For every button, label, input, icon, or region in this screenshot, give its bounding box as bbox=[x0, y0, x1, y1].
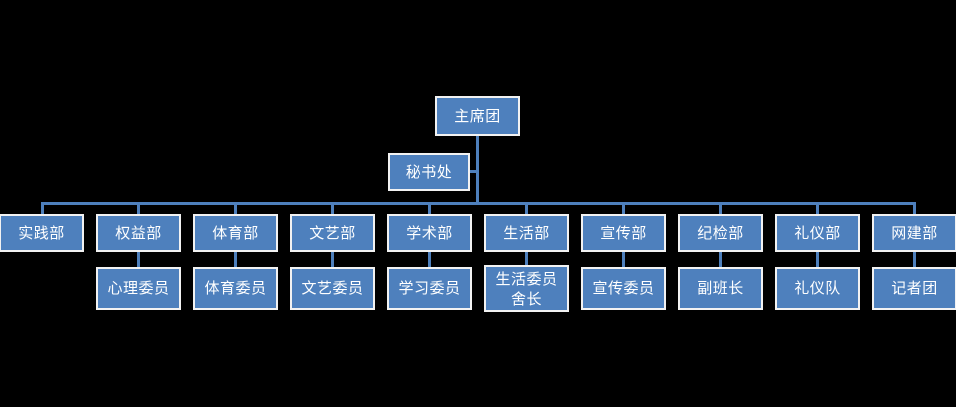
node-root[interactable]: 主席团 bbox=[435, 96, 520, 136]
node-department-6-label: 宣传部 bbox=[600, 223, 647, 242]
connector-drop-9 bbox=[913, 202, 916, 216]
connector-child-8 bbox=[816, 252, 819, 267]
connector-child-5 bbox=[525, 252, 528, 265]
node-child-9[interactable]: 记者团 bbox=[872, 267, 956, 310]
connector-horizontal-bus bbox=[41, 202, 915, 205]
node-department-5-label: 生活部 bbox=[503, 223, 550, 242]
node-assistant[interactable]: 秘书处 bbox=[388, 153, 470, 191]
node-department-8[interactable]: 礼仪部 bbox=[775, 214, 860, 252]
node-department-2[interactable]: 体育部 bbox=[193, 214, 278, 252]
node-child-3[interactable]: 文艺委员 bbox=[290, 267, 375, 310]
connector-drop-5 bbox=[525, 202, 528, 216]
connector-child-7 bbox=[719, 252, 722, 267]
node-child-4-label: 学习委员 bbox=[398, 279, 461, 297]
node-child-1[interactable]: 心理委员 bbox=[96, 267, 181, 310]
node-child-2[interactable]: 体育委员 bbox=[193, 267, 278, 310]
connector-child-2 bbox=[234, 252, 237, 267]
connector-drop-8 bbox=[816, 202, 819, 216]
connector-drop-1 bbox=[137, 202, 140, 216]
connector-child-4 bbox=[428, 252, 431, 267]
node-child-8-label: 礼仪队 bbox=[794, 279, 841, 297]
connector-assistant-stub bbox=[470, 170, 479, 173]
node-child-2-label: 体育委员 bbox=[204, 279, 267, 297]
node-child-3-label: 文艺委员 bbox=[301, 279, 364, 297]
node-root-label: 主席团 bbox=[454, 106, 501, 125]
node-department-1-label: 权益部 bbox=[115, 223, 162, 242]
node-department-2-label: 体育部 bbox=[212, 223, 259, 242]
node-child-4[interactable]: 学习委员 bbox=[387, 267, 472, 310]
node-department-9[interactable]: 网建部 bbox=[872, 214, 956, 252]
connector-drop-4 bbox=[428, 202, 431, 216]
connector-child-9 bbox=[913, 252, 916, 267]
node-child-5-label: 生活委员 舍长 bbox=[495, 269, 558, 308]
connector-drop-0 bbox=[41, 202, 44, 216]
node-department-7-label: 纪检部 bbox=[697, 223, 744, 242]
node-child-9-label: 记者团 bbox=[891, 279, 938, 297]
node-department-0[interactable]: 实践部 bbox=[0, 214, 84, 252]
node-department-4[interactable]: 学术部 bbox=[387, 214, 472, 252]
connector-child-3 bbox=[331, 252, 334, 267]
node-department-4-label: 学术部 bbox=[406, 223, 453, 242]
node-child-1-label: 心理委员 bbox=[107, 279, 170, 297]
node-child-6[interactable]: 宣传委员 bbox=[581, 267, 666, 310]
node-department-0-label: 实践部 bbox=[18, 223, 65, 242]
node-department-7[interactable]: 纪检部 bbox=[678, 214, 763, 252]
connector-drop-6 bbox=[622, 202, 625, 216]
node-department-3-label: 文艺部 bbox=[309, 223, 356, 242]
connector-drop-3 bbox=[331, 202, 334, 216]
node-department-6[interactable]: 宣传部 bbox=[581, 214, 666, 252]
node-assistant-label: 秘书处 bbox=[405, 162, 453, 181]
connector-drop-7 bbox=[719, 202, 722, 216]
connector-drop-2 bbox=[234, 202, 237, 216]
node-child-5[interactable]: 生活委员 舍长 bbox=[484, 265, 569, 312]
node-department-9-label: 网建部 bbox=[891, 223, 938, 242]
node-department-8-label: 礼仪部 bbox=[794, 223, 841, 242]
node-department-3[interactable]: 文艺部 bbox=[290, 214, 375, 252]
node-child-6-label: 宣传委员 bbox=[592, 279, 655, 297]
node-child-7[interactable]: 副班长 bbox=[678, 267, 763, 310]
node-department-1[interactable]: 权益部 bbox=[96, 214, 181, 252]
connector-child-6 bbox=[622, 252, 625, 267]
node-child-7-label: 副班长 bbox=[697, 279, 744, 297]
node-department-5[interactable]: 生活部 bbox=[484, 214, 569, 252]
connector-child-1 bbox=[137, 252, 140, 267]
node-child-8[interactable]: 礼仪队 bbox=[775, 267, 860, 310]
